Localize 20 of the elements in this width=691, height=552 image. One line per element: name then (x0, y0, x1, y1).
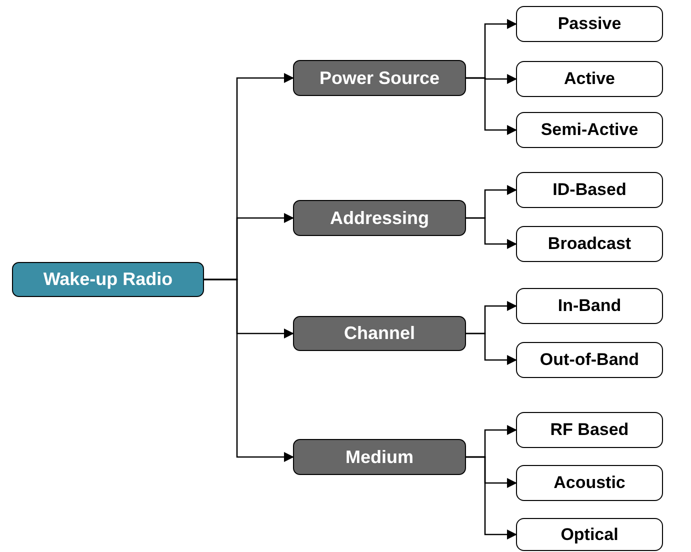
leaf-box: Out-of-Band (516, 342, 663, 378)
arrow (466, 77, 517, 135)
arrow (466, 456, 517, 540)
leaf-box: RF Based (516, 412, 663, 448)
category-box: Addressing (293, 200, 466, 236)
leaf-box: Optical (516, 518, 663, 551)
leaf-box: Semi-Active (516, 112, 663, 148)
root-box: Wake-up Radio (12, 262, 204, 297)
arrow (466, 332, 517, 365)
leaf-box: In-Band (516, 288, 663, 324)
arrow (204, 278, 294, 462)
leaf-box: ID-Based (516, 172, 663, 208)
category-box: Power Source (293, 60, 466, 96)
leaf-box: Passive (516, 6, 663, 42)
leaf-box: Acoustic (516, 465, 663, 501)
category-box: Channel (293, 316, 466, 351)
leaf-box: Broadcast (516, 226, 663, 262)
arrow (466, 217, 517, 249)
leaf-box: Active (516, 61, 663, 97)
category-box: Medium (293, 439, 466, 475)
